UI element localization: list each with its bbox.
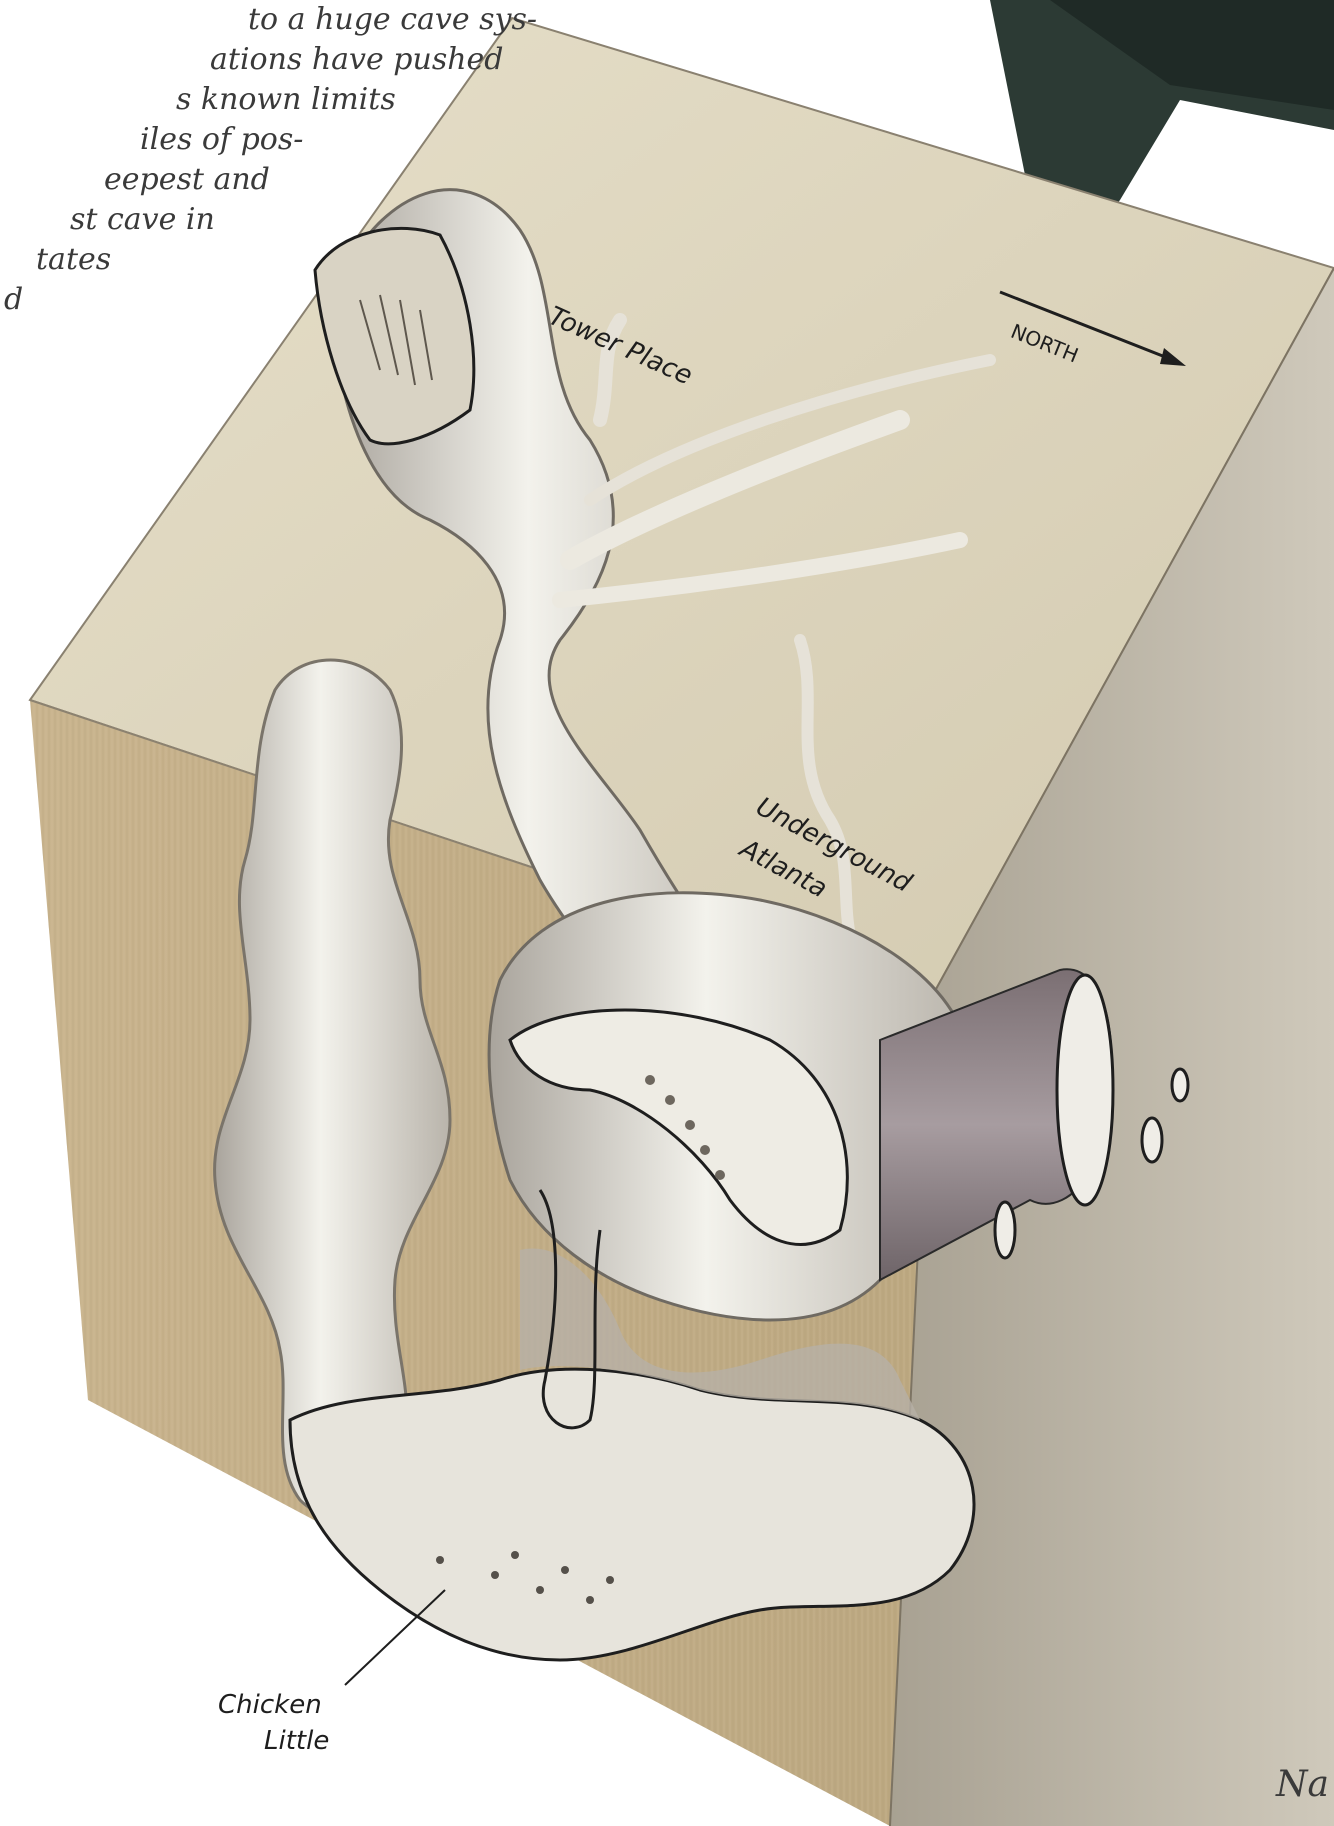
label-chicken-little-line1: Chicken: [218, 1690, 322, 1720]
intro-line: ations have pushed: [210, 40, 420, 80]
cut-off-text: Na: [1276, 1764, 1329, 1805]
formation-dot: [436, 1556, 444, 1564]
formation-dot: [536, 1586, 544, 1594]
intro-line: s known limits: [176, 80, 420, 120]
intro-line: tates: [36, 240, 420, 280]
tube-opening: [1057, 975, 1113, 1205]
intro-line: d: [4, 280, 420, 320]
intro-line: eepest and: [104, 160, 420, 200]
formation-dot: [491, 1571, 499, 1579]
tube-opening-small: [1142, 1118, 1162, 1162]
tube-opening-small: [995, 1202, 1015, 1258]
formation-dot: [665, 1095, 675, 1105]
label-chicken-little-line2: Little: [264, 1726, 329, 1756]
formation-dot: [511, 1551, 519, 1559]
intro-line: st cave in: [70, 200, 420, 240]
formation-dot: [715, 1170, 725, 1180]
chicken-little-leader: [345, 1590, 445, 1685]
formation-dot: [586, 1596, 594, 1604]
intro-line: iles of pos-: [140, 120, 420, 160]
formation-dot: [685, 1120, 695, 1130]
formation-dot: [606, 1576, 614, 1584]
tube-opening-small: [1172, 1069, 1188, 1101]
intro-line: to a huge cave sys-: [248, 0, 420, 40]
intro-paragraph: to a huge cave sys- ations have pushed s…: [0, 0, 420, 320]
formation-dot: [700, 1145, 710, 1155]
formation-dot: [561, 1566, 569, 1574]
formation-dot: [645, 1075, 655, 1085]
